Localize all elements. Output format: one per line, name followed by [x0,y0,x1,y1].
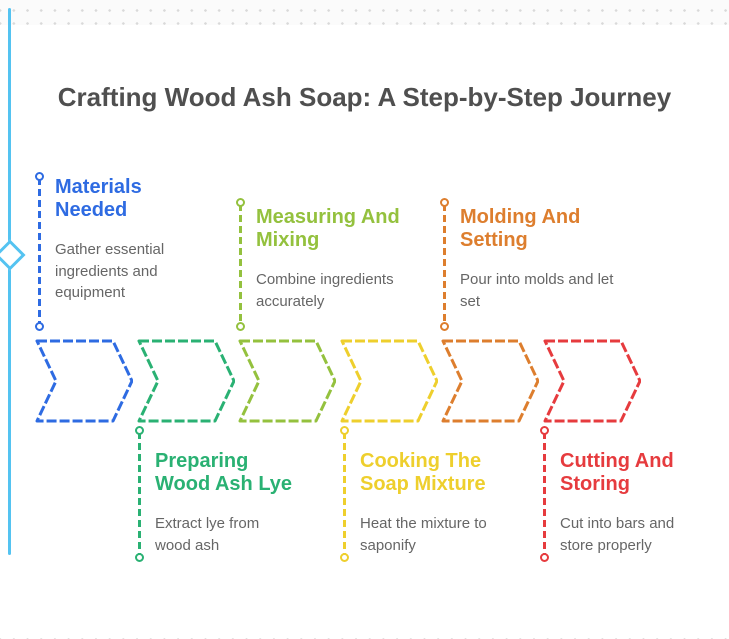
chevron-outline [137,339,235,423]
chevron-outline [238,339,337,423]
step-description: Gather essential ingredients and equipme… [55,241,165,301]
connector-line [235,198,245,331]
connector-line [34,172,44,331]
step-molding-and-setting: Molding And Setting Pour into molds and … [435,198,615,331]
chevron-arrow-icon-2 [137,339,235,423]
step-title: Preparing Wood Ash Lye [155,450,293,495]
chevron-outline [35,339,133,423]
left-accent-bar [8,8,11,555]
chevron-arrow-icon-3 [238,339,337,423]
connector-line [539,426,549,562]
chevron-arrow-icon-1 [35,339,133,423]
chevron-arrow-icon-5 [441,339,540,423]
step-description: Combine ingredients accurately [256,271,394,310]
connector-line [134,426,144,562]
step-title: Cooking The Soap Mixture [360,450,486,495]
chevron-arrow-icon-6 [543,339,641,423]
step-materials-needed: Materials Needed Gather essential ingred… [30,172,190,331]
dot-grid-bottom [0,628,729,639]
step-title: Cutting And Storing [560,450,674,495]
step-preparing-wood-ash-lye: Preparing Wood Ash Lye Extract lye from … [130,426,295,562]
step-cutting-and-storing: Cutting And Storing Cut into bars and st… [535,426,695,562]
chevron-arrow-icon-4 [340,339,438,423]
chevron-outline [441,339,540,423]
chevron-arrow-row [35,339,641,423]
step-title: Measuring And Mixing [256,206,400,251]
dot-grid-top [0,0,729,25]
page-title: Crafting Wood Ash Soap: A Step-by-Step J… [57,82,672,112]
step-description: Cut into bars and store properly [560,515,675,554]
step-cooking-the-soap-mixture: Cooking The Soap Mixture Heat the mixtur… [335,426,510,562]
step-description: Heat the mixture to saponify [360,515,487,554]
step-title: Molding And Setting [460,206,581,251]
chevron-outline [340,339,438,423]
left-accent-diamond-icon [0,239,26,271]
step-description: Extract lye from wood ash [155,515,260,554]
connector-line [439,198,449,331]
step-measuring-and-mixing: Measuring And Mixing Combine ingredients… [231,198,416,331]
chevron-outline [543,339,641,423]
step-description: Pour into molds and let set [460,271,614,310]
connector-line [339,426,349,562]
step-title: Materials Needed [55,176,142,221]
